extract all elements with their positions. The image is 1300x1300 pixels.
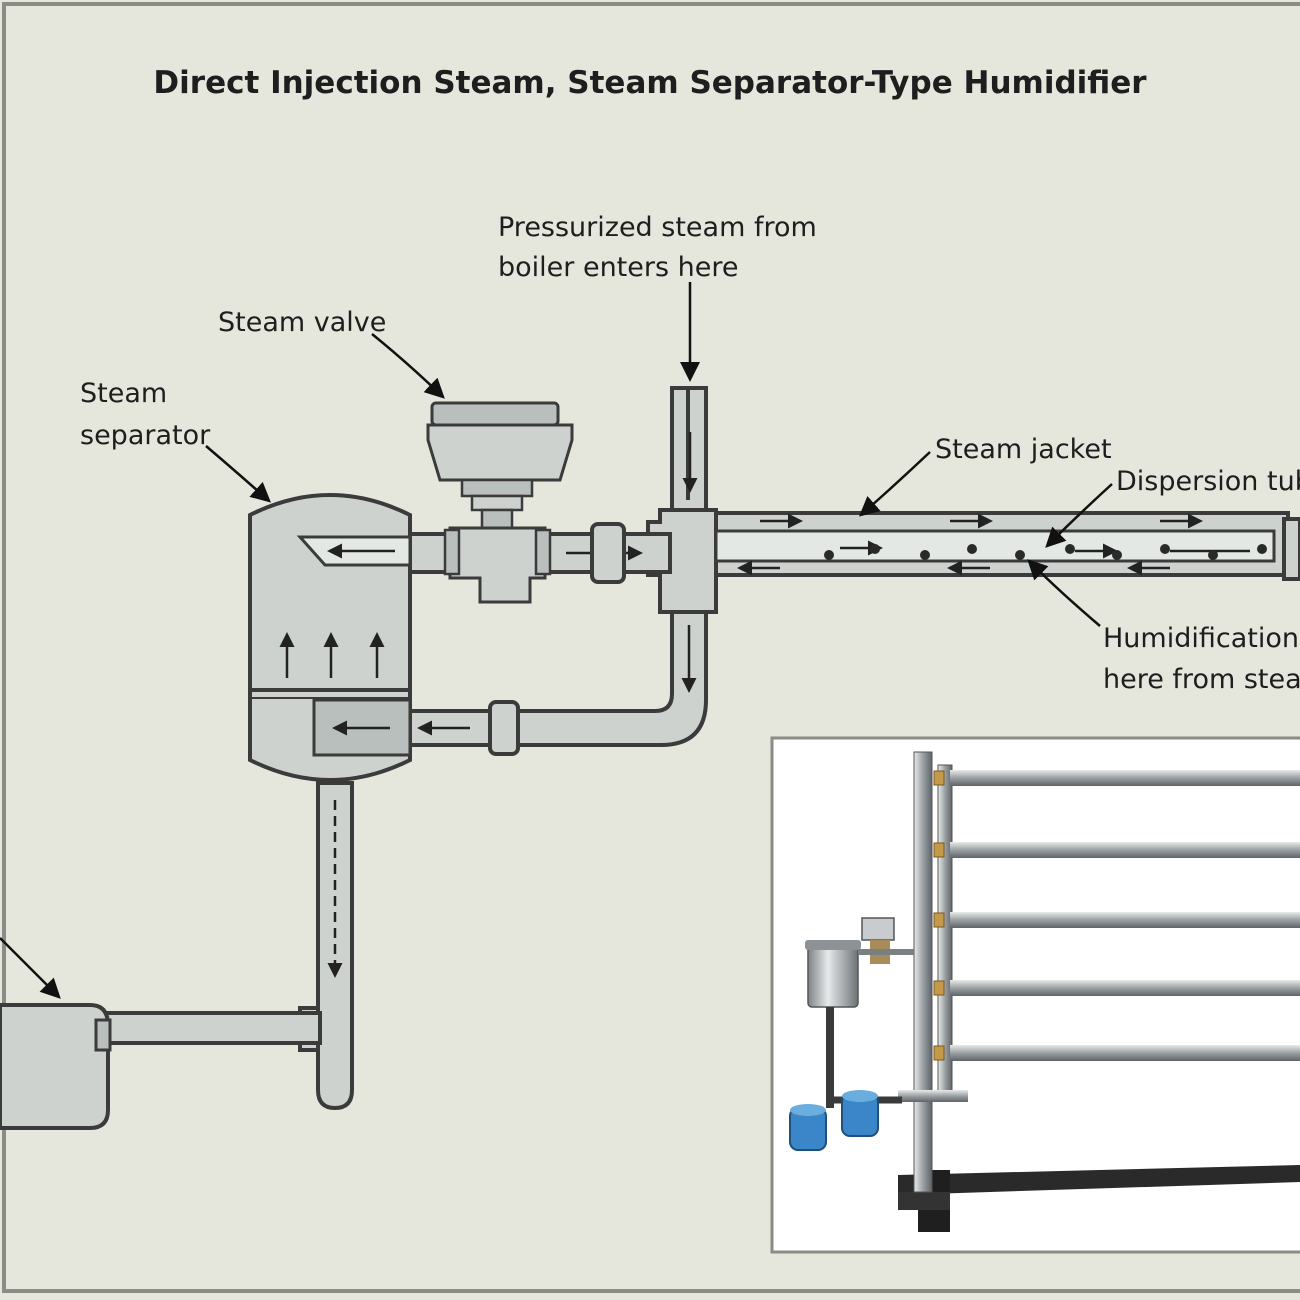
steam-valve-label: Steam valve [218, 307, 386, 338]
dispersion-tube-callout-arrow [1045, 483, 1113, 548]
steam-separator-label-line1: Steam [80, 378, 167, 409]
humidification-callout-arrow [1027, 559, 1101, 627]
steam-valve-callout-arrow [371, 333, 445, 399]
dispersion-tube [714, 529, 1276, 563]
humidification-label-line2: here from stean [1103, 664, 1300, 695]
humidifier-product-photo-icon [770, 736, 1300, 1254]
trap-line [98, 1011, 322, 1045]
steam-trap [0, 1003, 110, 1130]
steam-trap-callout-arrow [0, 937, 61, 999]
dispersion-tube-label: Dispersion tub [1116, 466, 1300, 497]
return-pipe [403, 610, 708, 747]
steam-valve [426, 401, 574, 604]
inset-dispersion-tubes [950, 770, 1300, 1061]
return-union [488, 700, 520, 756]
steam-separator-label-line2: separator [80, 420, 211, 451]
inset-blue-traps [789, 1090, 879, 1151]
dispersion-orifices [824, 544, 1267, 560]
steam-jacket-callout-arrow [858, 451, 931, 517]
steam-separator-callout-arrow [205, 445, 271, 503]
steam-trap-cap [94, 1018, 112, 1052]
steam-inlet-label-line2: boiler enters here [498, 252, 738, 283]
steam-jacket-label: Steam jacket [935, 434, 1112, 465]
supply-union [590, 522, 626, 584]
steam-inlet-label-line1: Pressurized steam from [498, 212, 817, 243]
diagram-title: Direct Injection Steam, Steam Separator-… [153, 65, 1147, 101]
humidification-label-line1: Humidification [1103, 623, 1299, 654]
steam-jacket-end-cap [1282, 517, 1300, 581]
